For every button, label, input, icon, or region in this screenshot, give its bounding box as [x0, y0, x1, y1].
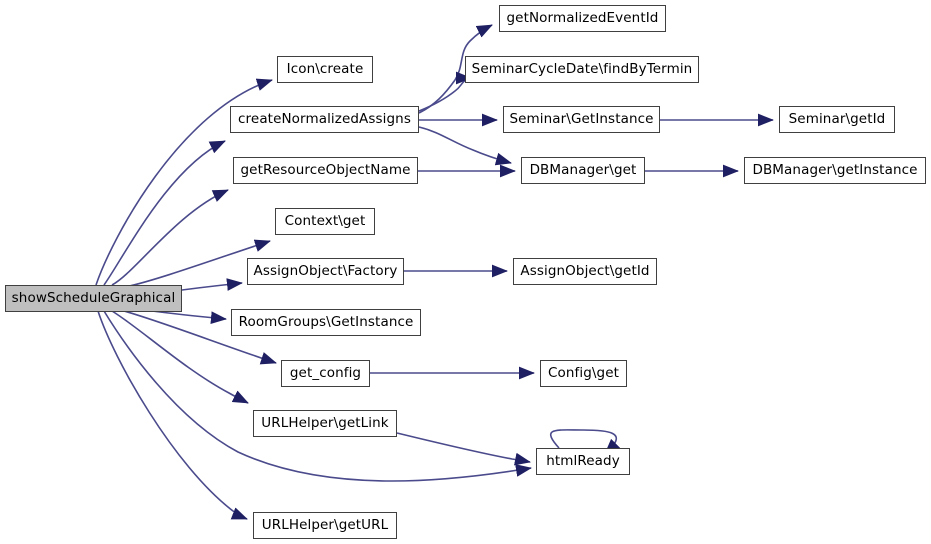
node-label: AssignObject\Factory	[253, 262, 398, 279]
node-label: htmlReady	[546, 452, 620, 469]
node-label: Config\get	[547, 364, 620, 381]
edge-root-to-create-normalized	[103, 140, 226, 286]
node-label: DBManager\get	[529, 161, 637, 178]
node-label: createNormalizedAssigns	[238, 110, 411, 127]
node-assign-object-factory[interactable]: AssignObject\Factory	[247, 258, 404, 285]
node-label: AssignObject\getId	[520, 262, 650, 279]
node-label: Context\get	[284, 212, 366, 229]
node-html-ready[interactable]: htmlReady	[536, 448, 630, 475]
node-seminar-cycle-date-find-by-termin[interactable]: SeminarCycleDate\findByTermin	[465, 56, 699, 83]
node-label: RoomGroups\GetInstance	[238, 313, 414, 330]
node-context-get[interactable]: Context\get	[275, 208, 375, 235]
node-label: Seminar\getId	[788, 110, 886, 127]
node-get-config[interactable]: get_config	[281, 360, 370, 387]
edge-create-normalized-to-dbmanager-get	[418, 126, 512, 166]
edge-root-to-url-helper-get-url	[97, 310, 248, 520]
node-icon-create[interactable]: Icon\create	[277, 56, 373, 83]
node-seminar-get-id[interactable]: Seminar\getId	[779, 106, 895, 133]
node-label: URLHelper\getLink	[261, 414, 389, 431]
node-label: get_config	[289, 364, 362, 381]
node-label: DBManager\getInstance	[752, 161, 918, 178]
node-label: getResourceObjectName	[240, 161, 411, 178]
node-show-schedule-graphical[interactable]: showScheduleGraphical	[5, 285, 182, 312]
node-config-get[interactable]: Config\get	[540, 360, 627, 387]
node-label: getNormalizedEventId	[506, 9, 659, 26]
node-label: Icon\create	[286, 60, 364, 77]
node-seminar-get-instance[interactable]: Seminar\GetInstance	[503, 106, 660, 133]
edge-root-to-html-ready	[103, 310, 532, 482]
node-get-resource-object-name[interactable]: getResourceObjectName	[233, 157, 418, 184]
node-room-groups-get-instance[interactable]: RoomGroups\GetInstance	[231, 309, 421, 336]
node-url-helper-get-url[interactable]: URLHelper\getURL	[253, 512, 397, 539]
edge-create-normalized-to-seminar-cycle-date	[418, 71, 472, 112]
node-label: URLHelper\getURL	[261, 516, 389, 533]
node-dbmanager-get-instance[interactable]: DBManager\getInstance	[744, 157, 926, 184]
node-dbmanager-get[interactable]: DBManager\get	[521, 157, 645, 184]
node-get-normalized-event-id[interactable]: getNormalizedEventId	[499, 5, 666, 32]
node-create-normalized-assigns[interactable]: createNormalizedAssigns	[230, 106, 419, 133]
edge-url-helper-get-link-to-html-ready	[396, 432, 531, 466]
edge-root-to-url-helper-get-link	[111, 310, 249, 404]
node-url-helper-get-link[interactable]: URLHelper\getLink	[253, 410, 397, 437]
node-label: Seminar\GetInstance	[509, 110, 654, 127]
edge-root-to-room-groups	[151, 310, 227, 325]
node-label: SeminarCycleDate\findByTermin	[471, 60, 693, 77]
node-label: showScheduleGraphical	[11, 289, 176, 306]
node-assign-object-get-id[interactable]: AssignObject\getId	[513, 258, 657, 285]
edge-root-to-get-resource-object	[111, 189, 229, 286]
